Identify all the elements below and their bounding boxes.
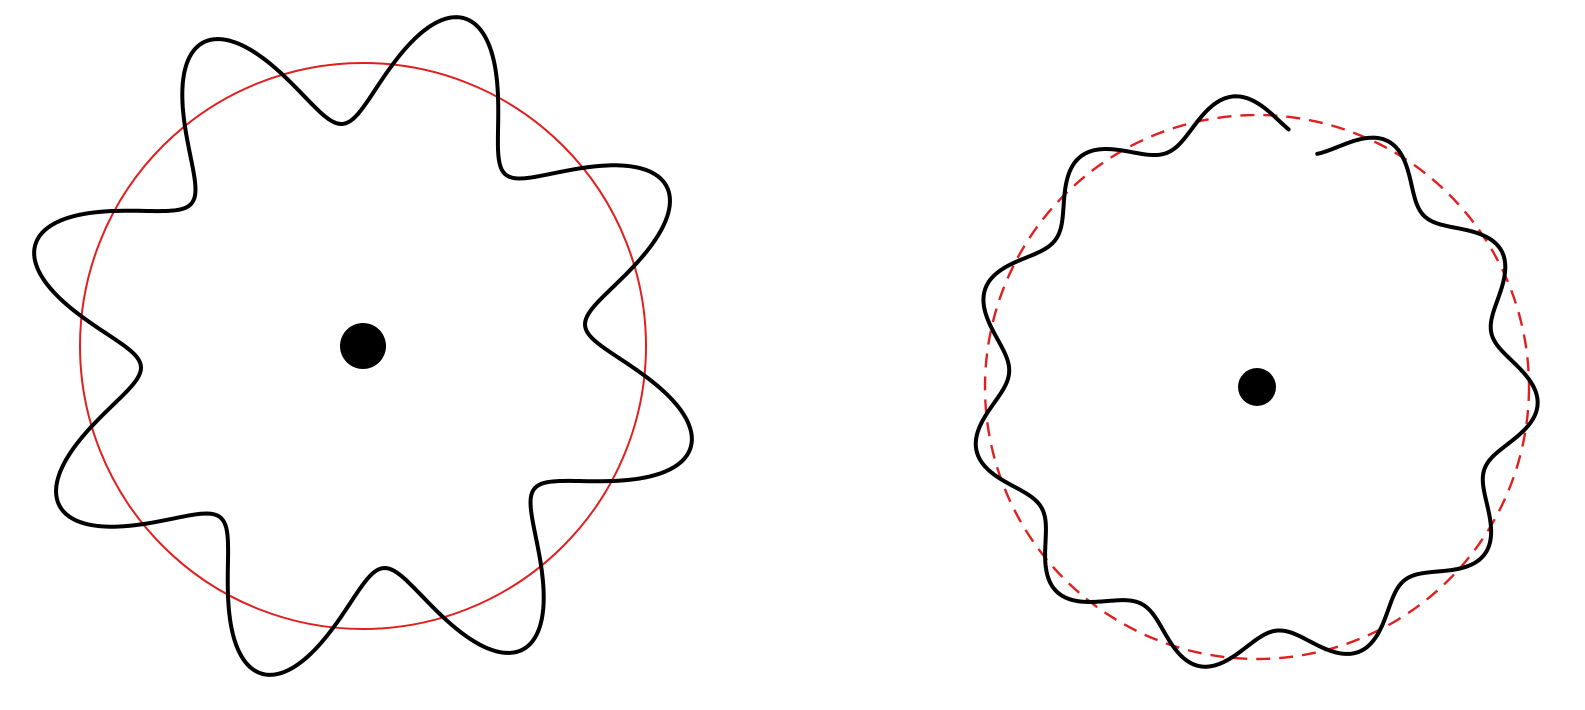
open-wave: [973, 94, 1540, 669]
open-wave-panel: [973, 94, 1540, 669]
reference-circle-dashed: [983, 113, 1531, 661]
closed-wave-panel: [32, 15, 694, 677]
reference-circle-solid: [79, 62, 647, 630]
center-dot: [340, 323, 386, 369]
center-dot: [1238, 368, 1276, 406]
closed-standing-wave: [32, 15, 694, 677]
